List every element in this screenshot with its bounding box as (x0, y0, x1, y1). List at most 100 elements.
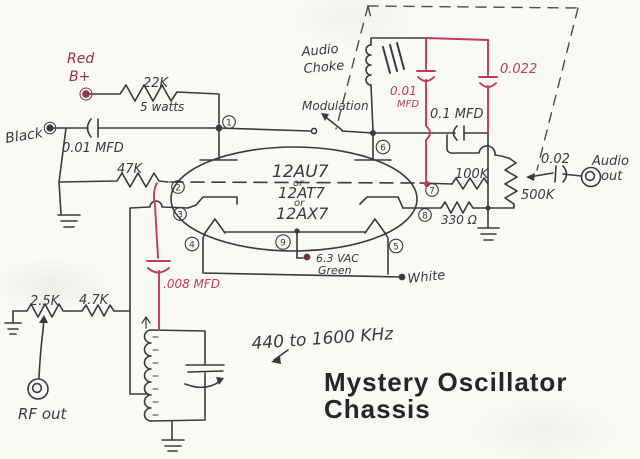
wire-choke-bottom (370, 84, 374, 132)
plate-left (199, 127, 238, 161)
wire-plate-rail (97, 127, 311, 132)
tube-type-1: 12AU7 (272, 162, 329, 182)
label-frequency-range: 440 to 1600 KHz (251, 324, 395, 354)
junction-pin1 (215, 124, 223, 132)
cap-01mfd-plate-curved (452, 125, 458, 141)
label-heater-voltage: 6.3 VAC (316, 252, 359, 265)
heater-left (204, 218, 226, 234)
label-01mfd: 0.1 MFD (430, 107, 484, 122)
pin-1-label: 1 (226, 119, 232, 129)
pin-9-label: 9 (280, 239, 286, 249)
red-terminal-ring (79, 87, 93, 101)
modulation-arrowhead (321, 113, 329, 121)
ground-symbol-bus (477, 227, 500, 241)
junction-heater (294, 228, 300, 234)
label-002: 0.02 (541, 152, 570, 167)
pin-8-label: 8 (422, 212, 428, 222)
pin-5: 5 (388, 238, 404, 254)
label-500k: 500K (521, 188, 556, 203)
pin-7: 7 (425, 183, 439, 197)
label-rf-out: RF out (18, 405, 68, 423)
audio-out-jack-inner (584, 170, 596, 182)
cathode-right (359, 196, 404, 209)
cap-002-plate-flat (554, 165, 557, 183)
red-grid-cap-008-branch (146, 182, 171, 331)
cap-input-plate-curved (86, 118, 92, 138)
plate-right (354, 132, 392, 161)
junction-bus (485, 205, 491, 211)
title-block: Mystery Oscillator Chassis (324, 367, 567, 424)
wire-heater-tap (296, 230, 304, 259)
label-4_7k: 4.7K (79, 293, 110, 308)
switch-contact-open (310, 127, 318, 135)
pin-9: 9 (275, 234, 291, 250)
pin-bubbles: 1 2 3 4 5 6 7 8 9 (171, 115, 439, 254)
ground-symbol-input (57, 214, 81, 228)
pin-6: 6 (375, 139, 391, 155)
black-labels: 22K 5 watts Black 0.01 MFD 47K 12AU7 or … (4, 42, 629, 423)
pin-4: 4 (184, 236, 200, 252)
label-47k: 47K (117, 162, 144, 177)
grid-line-dashed (169, 181, 419, 184)
freq-arrow-stem (273, 349, 289, 361)
freq-arrowhead (271, 356, 281, 364)
tank-tuning-arrowhead (216, 377, 224, 385)
wire-choke-top (370, 37, 427, 46)
label-audio-out-2: out (601, 169, 623, 184)
rf-out-jack-inner (31, 382, 43, 394)
dashed-right-slant (536, 7, 579, 171)
rf-wiper-arrowhead (39, 315, 48, 323)
pin-2-label: 2 (175, 184, 181, 194)
tank-coil (143, 329, 152, 422)
pin-3: 3 (173, 207, 187, 221)
audio-out-jack-outer (580, 166, 602, 188)
label-red-terminal-2: B+ (69, 69, 90, 85)
page-title-line2: Chassis (324, 394, 431, 424)
tank-variable-cap-plates (185, 364, 225, 373)
label-white-terminal: White (407, 268, 446, 287)
page-title-line1: Mystery Oscillator (324, 367, 567, 397)
tank-coil-core-ticks (152, 336, 159, 416)
red-top-edge (425, 37, 489, 41)
label-audio-choke-1: Audio (300, 42, 339, 60)
tube-type-3: 12AX7 (276, 204, 329, 223)
ground-symbol-tank (161, 420, 185, 452)
label-modulation: Modulation (302, 99, 369, 113)
resistor-47k (58, 172, 169, 188)
audio-choke-coil (365, 44, 372, 86)
tube-type-2: 12AT7 (278, 184, 325, 202)
label-heater-color: Green (318, 264, 352, 277)
dashed-left-slant (335, 5, 372, 130)
red-terminal-dot (82, 90, 90, 98)
junction-pin6 (370, 130, 376, 136)
label-red-cap-0022: 0.022 (500, 62, 537, 77)
pin-1: 1 (222, 115, 236, 129)
pin-6-label: 6 (380, 144, 386, 154)
resistor-22k (87, 84, 220, 126)
rf-out-jack-outer (27, 378, 49, 400)
pin-5-label: 5 (393, 243, 399, 253)
resistor-100k (451, 177, 489, 190)
red-cap-001-branch (416, 37, 436, 184)
wire-heater-loop (202, 232, 403, 278)
black-terminal-ring (43, 121, 57, 135)
white-terminal-dot (398, 273, 406, 281)
pin-3-label: 3 (177, 211, 183, 221)
label-red-cap-008: .008 MFD (163, 277, 220, 291)
label-audio-choke-2: Choke (303, 58, 345, 76)
label-audio-out-1: Audio (591, 154, 629, 169)
label-black-terminal: Black (4, 125, 45, 147)
label-red-cap-001-a: 0.01 (390, 84, 417, 98)
heater-right (364, 218, 386, 234)
ground-symbol-rf (4, 310, 22, 335)
label-red-terminal-1: Red (67, 51, 94, 67)
tank-top-tick (141, 316, 151, 329)
red-labels: 0.01 MFD 0.022 .008 MFD (163, 62, 537, 291)
tank-loop-wires (150, 329, 206, 422)
label-100k: 100K (455, 167, 490, 182)
black-terminal-dot (46, 124, 54, 132)
cathode-left (195, 196, 238, 206)
tube-envelope (170, 146, 418, 252)
